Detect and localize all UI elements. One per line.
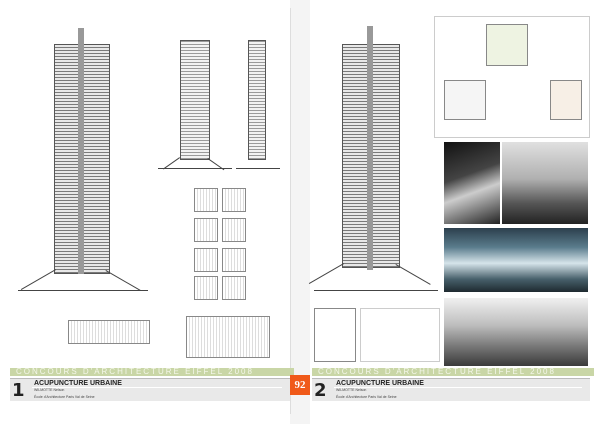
section-diagram	[550, 80, 582, 120]
title-rule	[32, 387, 282, 388]
floor-plan	[222, 248, 246, 272]
right-page: CONCOURS D'ARCHITECTURE EIFFEL 2008 2 AC…	[308, 8, 594, 414]
author-name: WILMOTTE Nelson	[34, 388, 65, 392]
entry-number: 1	[12, 380, 25, 401]
page-number-badge: 92	[290, 375, 310, 395]
ground-plan	[68, 320, 150, 344]
floor-plan	[222, 218, 246, 242]
title-rule	[334, 387, 582, 388]
site-diagram	[486, 24, 528, 66]
entry-title-bar: 2 ACUPUNCTURE URBAINE WILMOTTE Nelson Éc…	[312, 378, 590, 401]
ground-line	[158, 168, 232, 169]
rendering-interior	[444, 228, 588, 292]
school-name: École d'Architecture Paris Val de Seine	[34, 395, 95, 399]
tower-leg	[395, 264, 431, 285]
tower-core	[78, 28, 84, 274]
rendering-tower-aerial	[444, 142, 500, 224]
tower-leg	[105, 270, 141, 291]
school-name: École d'Architecture Paris Val de Seine	[336, 395, 397, 399]
site-diagram	[444, 80, 486, 120]
ground-line	[314, 290, 438, 291]
left-page: CONCOURS D'ARCHITECTURE EIFFEL 2008 1 AC…	[8, 8, 294, 414]
project-title: ACUPUNCTURE URBAINE	[336, 380, 424, 387]
rendering-paris-skyline	[502, 142, 588, 224]
rendering-city-view	[444, 298, 588, 366]
structure-section	[360, 308, 440, 362]
detail-drawing	[314, 308, 356, 362]
author-name: WILMOTTE Nelson	[336, 388, 367, 392]
tower-core	[367, 26, 373, 270]
entry-number: 2	[314, 380, 327, 401]
tower-leg	[20, 269, 56, 290]
gutter	[290, 0, 310, 424]
entry-title-bar: 1 ACUPUNCTURE URBAINE WILMOTTE Nelson Éc…	[10, 378, 290, 401]
tower-elevation-side	[180, 40, 210, 160]
floor-plan	[222, 276, 246, 300]
floor-plan	[194, 248, 218, 272]
project-title: ACUPUNCTURE URBAINE	[34, 380, 122, 387]
floor-plan	[194, 276, 218, 300]
floor-plan	[222, 188, 246, 212]
tower-leg	[308, 263, 344, 284]
competition-banner: CONCOURS D'ARCHITECTURE EIFFEL 2008	[312, 368, 594, 376]
floor-plan	[194, 218, 218, 242]
competition-banner: CONCOURS D'ARCHITECTURE EIFFEL 2008	[10, 368, 294, 376]
floor-plan	[194, 188, 218, 212]
site-plan	[186, 316, 270, 358]
ground-line	[236, 168, 280, 169]
ground-line	[18, 290, 148, 291]
tower-elevation-side	[248, 40, 266, 160]
